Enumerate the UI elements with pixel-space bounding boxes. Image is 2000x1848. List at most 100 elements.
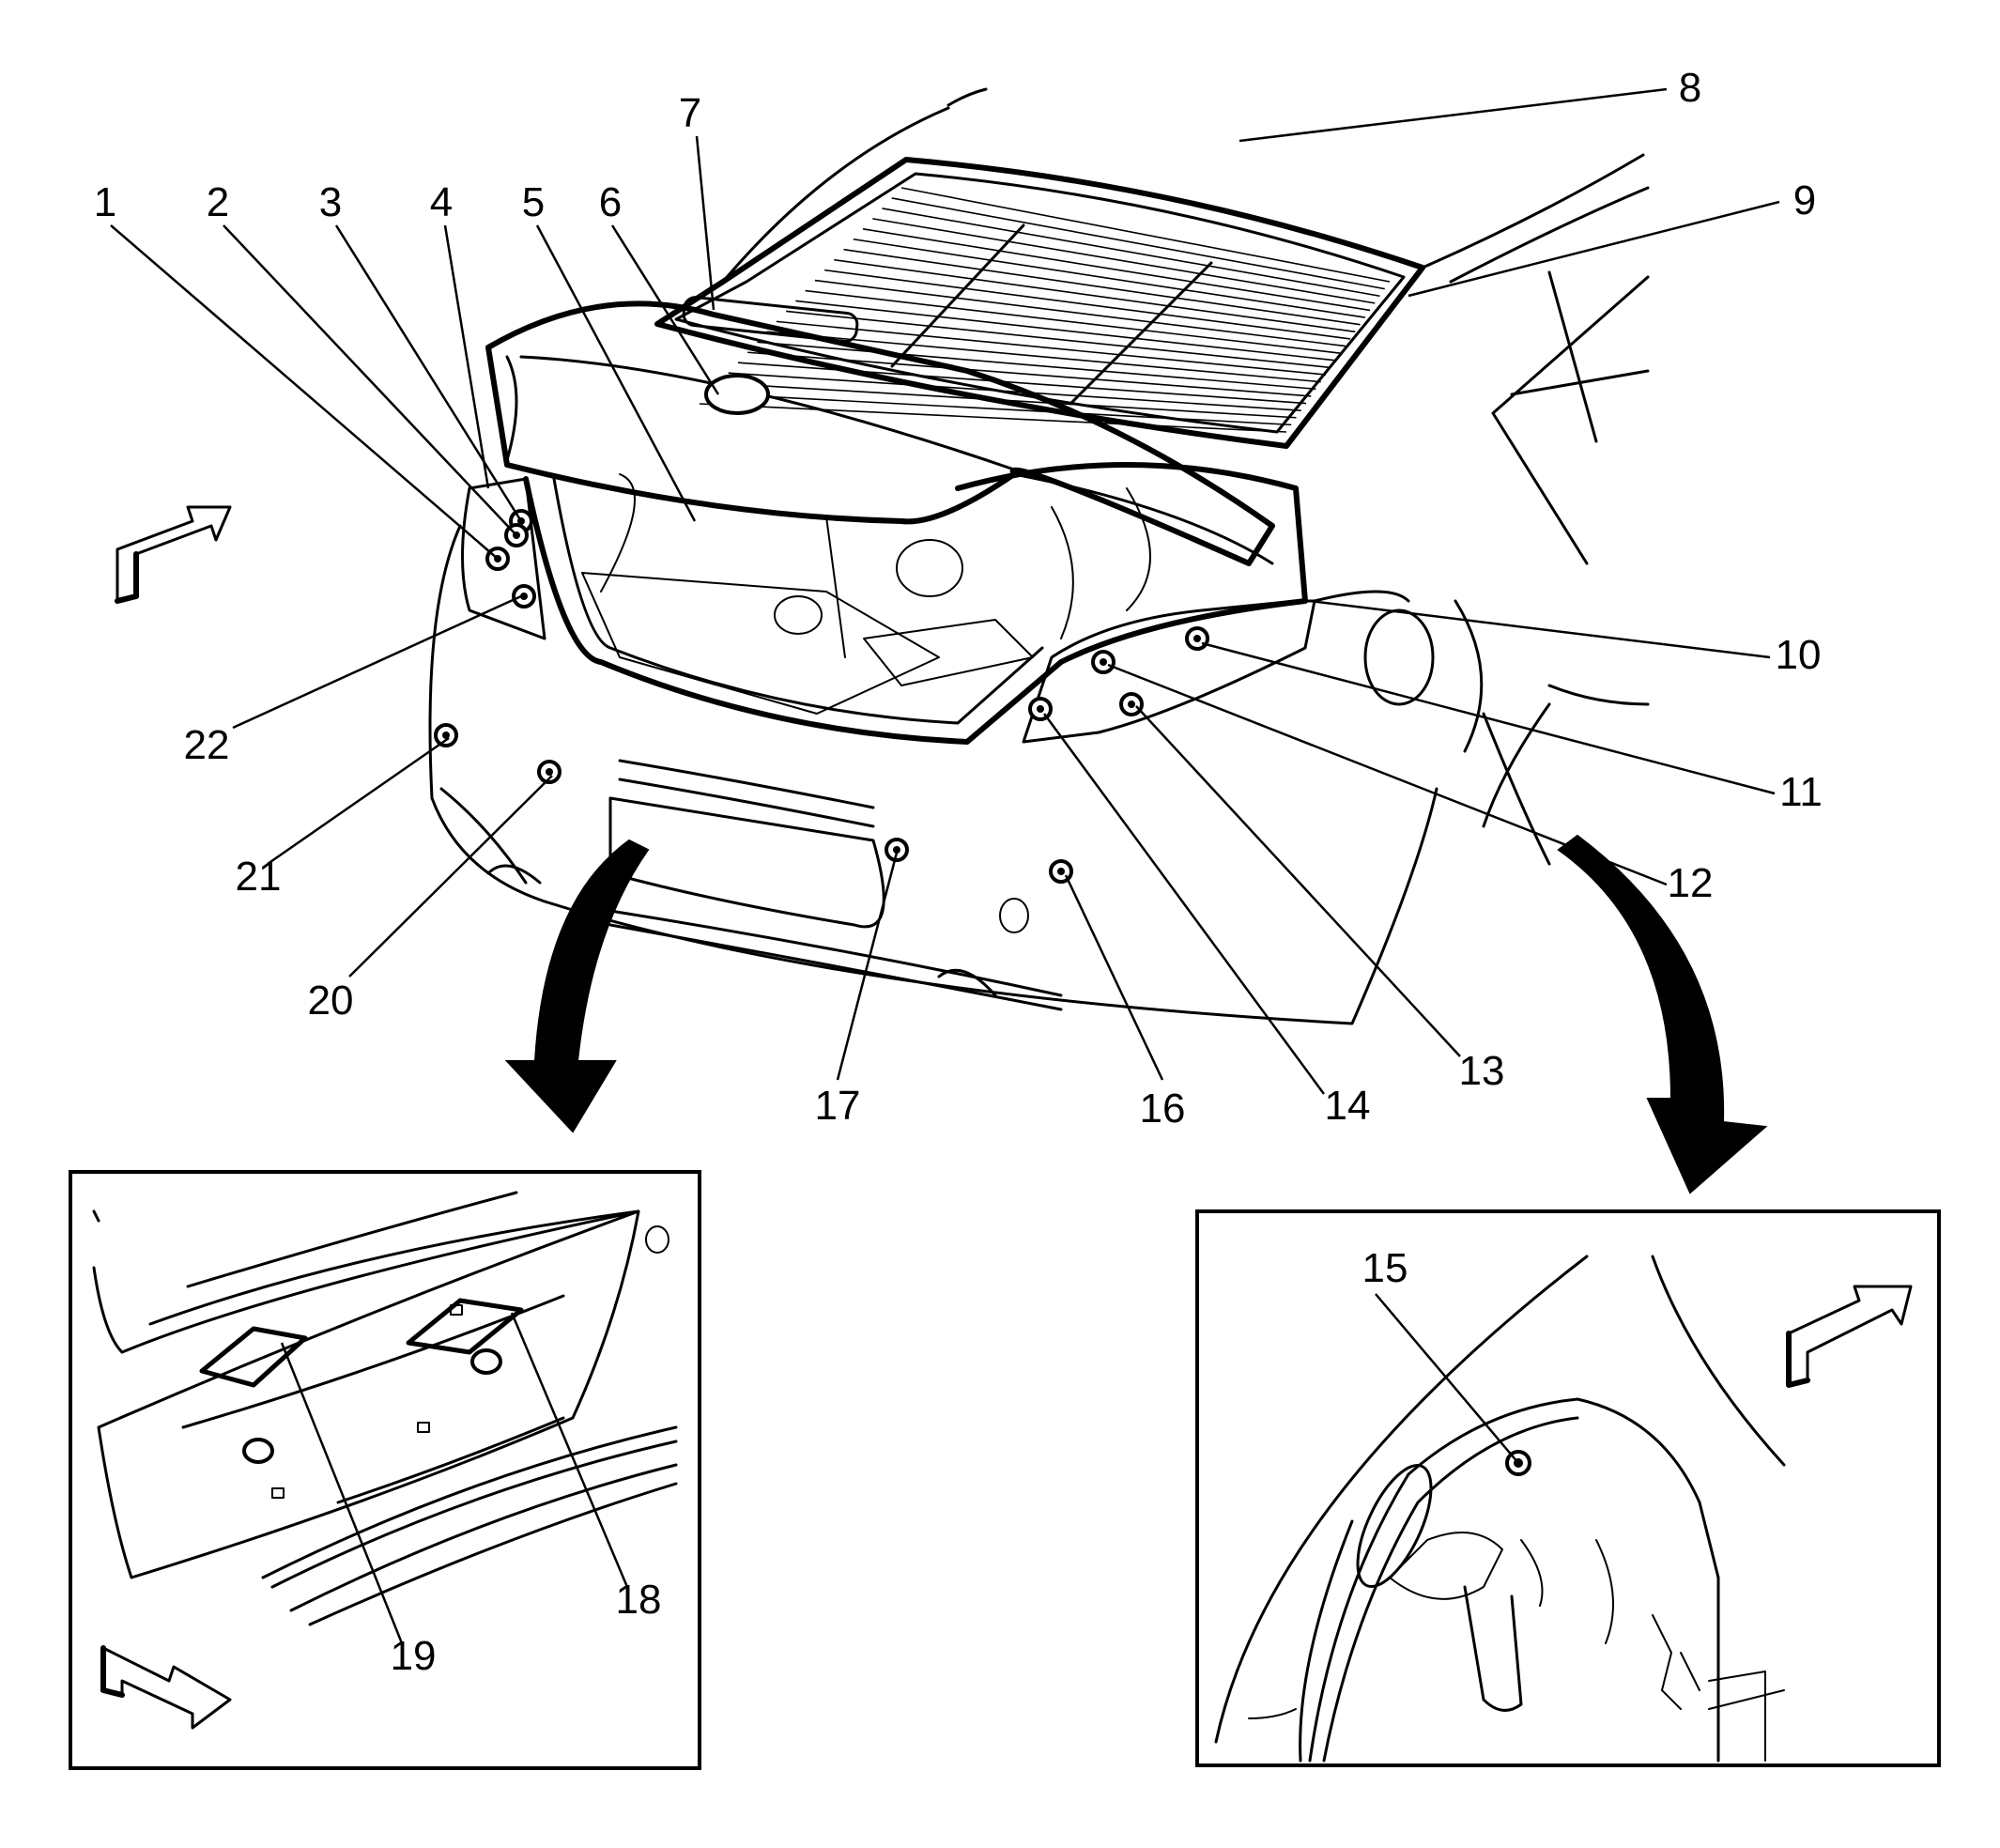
clip-fastener-icon <box>537 760 562 784</box>
fasteners-main-view <box>434 509 1209 884</box>
callout-leader-line <box>1408 200 1780 298</box>
callout-21: 21 <box>236 854 282 900</box>
callout-leader-line <box>443 224 490 489</box>
defroster-line <box>737 362 1307 405</box>
callout-leader-line <box>535 224 697 522</box>
defroster-grid <box>699 187 1391 433</box>
callout-leader-line <box>1375 1293 1519 1464</box>
detail-panel-quarter-inner <box>1195 1209 1941 1767</box>
deck-lid <box>485 300 1275 566</box>
callout-leader-line <box>510 1312 629 1588</box>
defroster-line <box>776 320 1326 376</box>
callout-leader-line <box>348 775 553 978</box>
callout-leader-line <box>1042 713 1326 1095</box>
defroster-line <box>900 187 1391 283</box>
callout-leader-line <box>1309 599 1771 659</box>
callout-15: 15 <box>1362 1245 1408 1291</box>
callout-13: 13 <box>1459 1048 1505 1094</box>
curved-pointer-arrow-icon <box>1557 834 1768 1194</box>
defroster-line <box>862 228 1371 312</box>
trunk-opening <box>523 462 1308 745</box>
callout-5: 5 <box>522 179 545 225</box>
plate-pocket-panel <box>97 1209 640 1579</box>
defroster-line <box>805 289 1341 354</box>
callout-leader-line <box>232 594 522 730</box>
roof-line <box>721 106 950 284</box>
wheelhouse-opening <box>1356 1463 1433 1589</box>
defroster-line <box>728 372 1301 411</box>
defroster-line <box>718 382 1297 419</box>
defroster-line <box>882 208 1380 298</box>
defroster-line <box>814 279 1346 347</box>
callout-leader-line <box>1064 874 1164 1081</box>
curved-pointer-arrow-icon <box>504 839 650 1133</box>
callout-leader-line <box>1201 641 1776 795</box>
callout-leader-line <box>610 224 720 395</box>
callout-19: 19 <box>391 1633 437 1679</box>
callout-12: 12 <box>1668 860 1714 906</box>
clip-fastener-icon <box>512 584 536 608</box>
tail-lamp-right <box>1022 599 1316 744</box>
callout-leader-line <box>695 135 715 311</box>
clip-fastener-icon <box>434 723 458 747</box>
hollow-3d-arrow-icon <box>115 505 232 604</box>
c-pillar-right <box>1421 153 1645 270</box>
callout-leader-line <box>223 224 517 536</box>
callout-8: 8 <box>1679 65 1701 111</box>
callout-leader-line <box>267 736 450 866</box>
deck-lid-emblem <box>704 374 770 415</box>
defroster-line <box>747 351 1312 397</box>
callout-4: 4 <box>430 179 453 225</box>
defroster-line <box>795 300 1336 362</box>
defroster-line <box>872 218 1376 304</box>
callout-leader-line <box>836 852 899 1081</box>
clip-fastener-icon <box>1185 626 1209 651</box>
vehicle-rear-illustration <box>115 87 1650 1025</box>
callout-14: 14 <box>1325 1083 1371 1129</box>
callout-leader-line <box>1238 87 1668 143</box>
license-lamp-opening-right <box>406 1298 524 1355</box>
defroster-line <box>766 331 1321 383</box>
license-lamp-opening-left <box>199 1326 308 1388</box>
clip-fastener-icon <box>1091 650 1115 674</box>
callout-leaders <box>110 87 1780 1644</box>
callout-leader-line <box>280 1342 404 1644</box>
callout-leader-line <box>110 224 499 560</box>
callout-18: 18 <box>616 1577 662 1623</box>
hollow-3d-arrow-icon <box>1786 1285 1913 1388</box>
detail-panel-license-pocket <box>69 1170 701 1770</box>
callout-17: 17 <box>815 1083 861 1129</box>
defroster-line <box>843 248 1361 326</box>
clip-fastener-icon <box>885 838 909 862</box>
callout-16: 16 <box>1140 1086 1186 1132</box>
defroster-line <box>823 269 1351 340</box>
clip-fastener-icon <box>1119 692 1144 716</box>
defroster-line <box>891 197 1385 290</box>
callout-leader-line <box>334 224 523 522</box>
callout-20: 20 <box>308 978 354 1024</box>
callout-10: 10 <box>1776 632 1822 678</box>
defroster-line <box>699 403 1287 433</box>
defroster-line <box>709 393 1292 426</box>
rear-window-frame <box>654 157 1425 449</box>
clip-fastener-icon <box>1028 697 1053 721</box>
callout-leader-line <box>1107 663 1668 886</box>
defroster-line <box>786 310 1331 369</box>
hollow-3d-arrow-icon <box>100 1645 232 1730</box>
callout-6: 6 <box>599 179 622 225</box>
callout-3: 3 <box>319 179 342 225</box>
callout-2: 2 <box>207 179 229 225</box>
callout-9: 9 <box>1793 177 1816 223</box>
callout-1: 1 <box>94 179 116 225</box>
callout-leader-line <box>1135 705 1461 1057</box>
callout-labels: 1 2 3 4 5 6 7 8 9 10 11 12 13 14 15 16 1… <box>94 65 1823 1679</box>
defroster-line <box>834 258 1356 333</box>
callout-11: 11 <box>1779 769 1823 815</box>
license-plate-pocket <box>608 796 885 929</box>
defroster-line <box>853 238 1365 318</box>
high-mount-stop-lamp <box>682 296 859 343</box>
callout-7: 7 <box>679 90 701 136</box>
callout-22: 22 <box>184 722 230 768</box>
defroster-line <box>757 341 1316 391</box>
